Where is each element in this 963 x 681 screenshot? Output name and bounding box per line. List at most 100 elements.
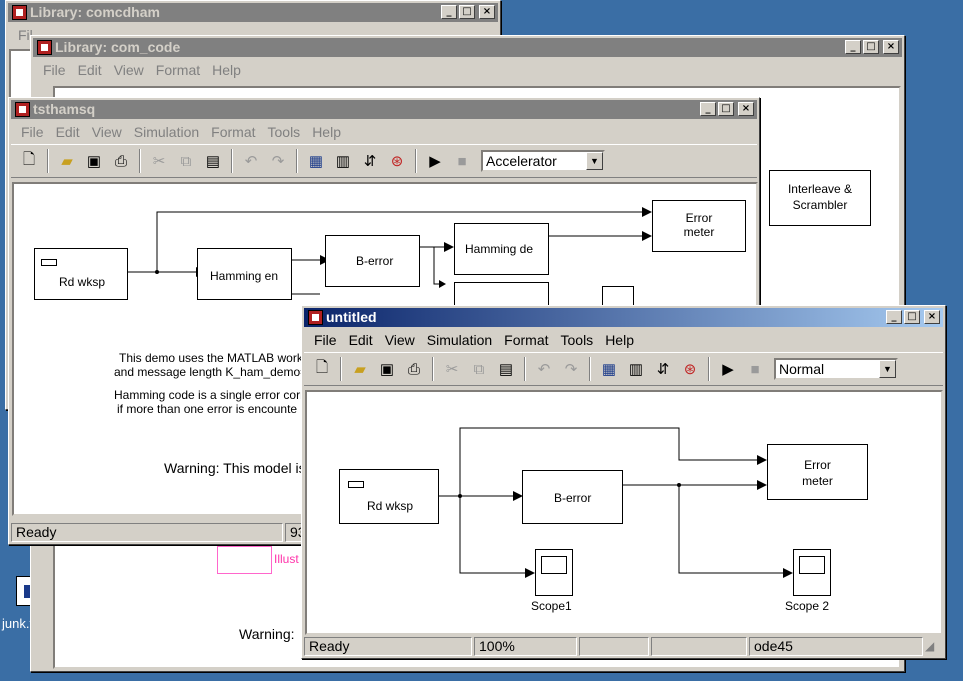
b-error-block[interactable]: B-error: [522, 470, 623, 524]
menu-view[interactable]: View: [113, 62, 144, 78]
close-button[interactable]: ×: [738, 102, 754, 116]
illustration-label: Illust: [274, 552, 299, 566]
close-button[interactable]: ×: [924, 310, 940, 324]
scope1-block[interactable]: [535, 549, 573, 596]
hamming-decoder-block[interactable]: Hamming de: [454, 223, 549, 275]
model-browser-icon[interactable]: ▥: [335, 153, 351, 170]
cut-icon[interactable]: ✂: [445, 361, 459, 378]
simulation-mode-select[interactable]: Normal▼: [774, 358, 898, 380]
menu-tools[interactable]: Tools: [267, 124, 301, 140]
menu-help[interactable]: Help: [212, 62, 241, 78]
menu-help[interactable]: Help: [312, 124, 341, 140]
menu-view[interactable]: View: [91, 124, 122, 140]
minimize-button[interactable]: _: [845, 40, 861, 54]
undo-icon[interactable]: ↶: [244, 153, 258, 170]
minimize-button[interactable]: _: [886, 310, 902, 324]
target-icon[interactable]: ⊛: [390, 153, 404, 170]
save-icon[interactable]: ▣: [379, 361, 395, 378]
window-untitled[interactable]: untitled _ □ × File Edit View Simulation…: [301, 305, 946, 659]
menu-file[interactable]: File: [314, 332, 337, 348]
start-icon[interactable]: ▶: [429, 153, 441, 170]
menu-edit[interactable]: Edit: [77, 62, 102, 78]
minimize-button[interactable]: _: [441, 5, 457, 19]
menu-file[interactable]: Fil: [18, 27, 33, 43]
menu-file[interactable]: File: [21, 124, 44, 140]
menu-tools[interactable]: Tools: [560, 332, 594, 348]
minimize-button[interactable]: _: [700, 102, 716, 116]
chevron-down-icon[interactable]: ▼: [586, 152, 603, 170]
resize-grip-icon[interactable]: ◢: [925, 639, 935, 653]
menu-help[interactable]: Help: [605, 332, 634, 348]
scope2-block[interactable]: [793, 549, 831, 596]
close-button[interactable]: ×: [479, 5, 495, 19]
new-icon[interactable]: 🗋: [22, 150, 36, 168]
menu-edit[interactable]: Edit: [55, 124, 80, 140]
save-icon[interactable]: ▣: [86, 153, 102, 170]
status-bar: Ready 100% ode45 ◢: [304, 635, 943, 657]
warning-text: Warning: This model is: [164, 460, 306, 476]
debug-icon[interactable]: ⇵: [656, 361, 670, 378]
maximize-button[interactable]: □: [459, 5, 475, 19]
rd-wksp-block[interactable]: Rd wksp: [339, 469, 439, 524]
toolbar-separator: [589, 357, 591, 381]
demo-text-line-1: This demo uses the MATLAB works: [119, 351, 309, 365]
simulink-icon: [37, 40, 52, 55]
new-icon[interactable]: 🗋: [315, 358, 329, 376]
redo-icon[interactable]: ↷: [271, 153, 285, 170]
target-icon[interactable]: ⊛: [683, 361, 697, 378]
paste-icon[interactable]: ▤: [205, 153, 221, 170]
menu-format[interactable]: Format: [155, 62, 201, 78]
maximize-button[interactable]: □: [904, 310, 920, 324]
toolbar-separator: [415, 149, 417, 173]
print-icon[interactable]: ⎙: [407, 360, 420, 378]
toolbar: 🗋 ▰ ▣ ⎙ ✂ ⧉ ▤ ↶ ↷ ▦ ▥ ⇵ ⊛ ▶ ■ Normal▼: [304, 352, 943, 386]
library-icon[interactable]: ▦: [601, 361, 617, 378]
b-error-block[interactable]: B-error: [325, 235, 420, 287]
stop-icon[interactable]: ■: [457, 152, 467, 170]
menu-bar: File Edit View Simulation Format Tools H…: [11, 121, 757, 143]
hamming-encoder-block[interactable]: Hamming en: [197, 248, 292, 300]
open-icon[interactable]: ▰: [354, 361, 366, 378]
simulink-icon: [12, 5, 27, 20]
model-browser-icon[interactable]: ▥: [628, 361, 644, 378]
close-button[interactable]: ×: [883, 40, 899, 54]
title-bar[interactable]: untitled _ □ ×: [304, 308, 943, 327]
maximize-button[interactable]: □: [863, 40, 879, 54]
debug-icon[interactable]: ⇵: [363, 153, 377, 170]
title-bar[interactable]: Library: com_code _ □ ×: [33, 38, 902, 57]
title-bar[interactable]: Library: comcdham _ □ ×: [8, 3, 498, 22]
menu-edit[interactable]: Edit: [348, 332, 373, 348]
menu-format[interactable]: Format: [211, 124, 256, 140]
rd-wksp-block[interactable]: Rd wksp: [34, 248, 128, 300]
redo-icon[interactable]: ↷: [564, 361, 578, 378]
error-meter-block[interactable]: Error meter: [652, 200, 746, 252]
copy-icon[interactable]: ⧉: [473, 360, 485, 378]
menu-file[interactable]: File: [43, 62, 66, 78]
scope2-label: Scope 2: [785, 599, 830, 613]
library-icon[interactable]: ▦: [308, 153, 324, 170]
maximize-button[interactable]: □: [718, 102, 734, 116]
undo-icon[interactable]: ↶: [537, 361, 551, 378]
illustration-block[interactable]: [217, 546, 272, 574]
stop-icon[interactable]: ■: [750, 360, 760, 378]
copy-icon[interactable]: ⧉: [180, 152, 192, 170]
toolbar-separator: [340, 357, 342, 381]
start-icon[interactable]: ▶: [722, 361, 734, 378]
menu-format[interactable]: Format: [504, 332, 549, 348]
status-ready: Ready: [11, 522, 283, 542]
demo-text-line-2: and message length K_ham_demo=: [114, 365, 308, 379]
workspace-icon: [41, 259, 57, 266]
menu-simulation[interactable]: Simulation: [426, 332, 493, 348]
menu-view[interactable]: View: [384, 332, 415, 348]
title-bar[interactable]: tsthamsq _ □ ×: [11, 100, 757, 119]
cut-icon[interactable]: ✂: [152, 153, 166, 170]
simulation-mode-select[interactable]: Accelerator▼: [481, 150, 605, 172]
error-meter-block[interactable]: Error meter: [767, 444, 868, 500]
demo-text-line-4: if more than one error is encounte: [117, 402, 298, 416]
paste-icon[interactable]: ▤: [498, 361, 514, 378]
chevron-down-icon[interactable]: ▼: [879, 360, 896, 378]
open-icon[interactable]: ▰: [61, 153, 73, 170]
menu-simulation[interactable]: Simulation: [133, 124, 200, 140]
print-icon[interactable]: ⎙: [114, 152, 127, 170]
interleave-scrambler-block[interactable]: Interleave & Scrambler: [769, 170, 871, 226]
